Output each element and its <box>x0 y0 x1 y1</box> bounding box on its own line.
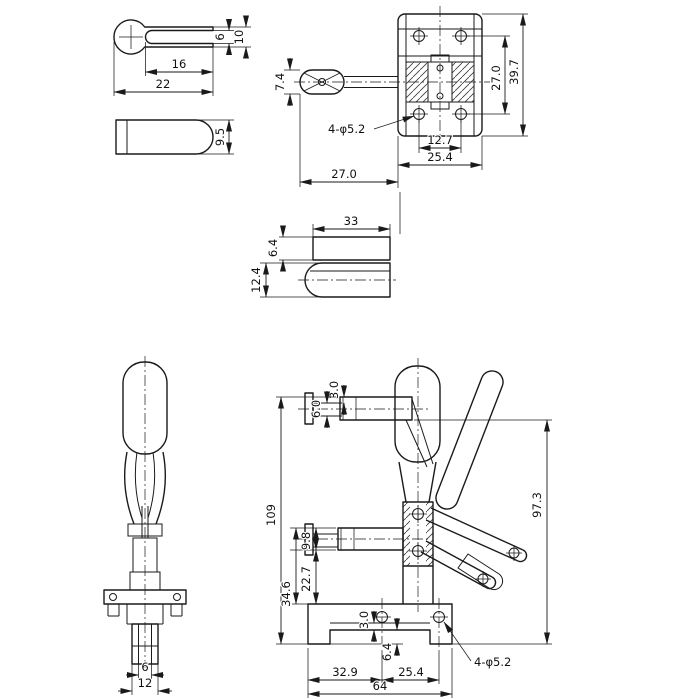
handle-grip-front <box>122 361 168 455</box>
dim-end-width-label: 10 <box>232 30 246 45</box>
dim-plate-height: 39.7 <box>482 13 528 137</box>
hole-callout-label: 4-φ5.2 <box>328 122 365 136</box>
dim-base-recess: 3.0 <box>356 610 377 642</box>
dim-end-width: 10 <box>213 15 251 59</box>
base-hole-callout: 4-φ5.2 <box>443 621 512 670</box>
dim-fork-height: 7.4 <box>272 58 300 106</box>
dim-slot-length: 16 <box>145 42 214 96</box>
base-front-view: 4-φ5.2 7.4 27.0 39.7 12.7 <box>272 6 528 234</box>
clamp-front-view: 6 12 <box>103 356 187 695</box>
dim-base-recess-label: 3.0 <box>357 611 371 629</box>
dim-bar-total-height: 12.4 <box>248 262 322 298</box>
dim-slot-length-label: 16 <box>172 57 187 71</box>
dim-bar-to-base-label: 22.7 <box>299 566 313 592</box>
clamp-side-view: 4-φ5.2 3.0 6.0 109 9.8 22.7 <box>263 358 552 698</box>
mounting-wings <box>103 589 187 605</box>
base-hole-callout-label: 4-φ5.2 <box>474 655 511 669</box>
dim-base-length: 64 <box>307 648 453 698</box>
dim-bar-length: 33 <box>312 213 391 237</box>
arm-side-outline <box>115 119 214 155</box>
dim-base-hole-span: 25.4 <box>381 652 440 684</box>
dim-spigot-tip: 6 <box>126 659 164 679</box>
dim-pad-gap-label: 3.0 <box>327 381 341 399</box>
dim-base-length-label: 64 <box>373 679 388 693</box>
dim-arm-reach: 27.0 <box>299 94 399 187</box>
base-plate <box>397 13 483 137</box>
dim-bar-height: 9.8 <box>290 527 336 551</box>
dim-spigot-shank-label: 12 <box>138 676 153 690</box>
dim-bar-height-label: 9.8 <box>299 532 313 550</box>
dim-overall-height: 109 <box>263 396 336 645</box>
mounting-base <box>307 603 453 645</box>
bar-side-view: 33 6.4 12.4 <box>248 213 396 298</box>
hole-callout: 4-φ5.2 <box>327 115 415 137</box>
dim-hole-span-h-label: 12.7 <box>427 133 453 147</box>
dim-fork-height-label: 7.4 <box>273 73 287 91</box>
dim-open-height-label: 97.3 <box>530 492 544 518</box>
toggle-links-open <box>420 507 528 591</box>
dim-bar-top-to-base: 34.6 <box>278 527 299 608</box>
handle-open-position <box>435 370 504 510</box>
spigot <box>131 623 159 665</box>
dim-hole-span-vertical: 27.0 <box>466 35 510 115</box>
dim-plate-height-label: 39.7 <box>507 59 521 85</box>
dim-plate-width: 25.4 <box>397 136 483 188</box>
arm-top-view: 6 10 16 22 <box>113 15 251 96</box>
dim-spigot-shank: 12 <box>118 664 172 695</box>
dim-open-height: 97.3 <box>414 419 552 645</box>
bar-upper <box>312 236 391 261</box>
dim-rod-height: 6.0 <box>308 391 330 428</box>
dim-overall-height-label: 109 <box>264 504 278 526</box>
fork-and-spindle <box>299 69 398 95</box>
dim-rod-height-label: 6.0 <box>309 400 323 418</box>
dim-bar-to-base: 22.7 <box>292 549 319 605</box>
dim-bar-upper-label: 6.4 <box>266 239 280 257</box>
handle-grip-side <box>394 365 441 463</box>
dim-hole-span-horizontal: 12.7 <box>418 120 462 153</box>
dim-spigot-tip-label: 6 <box>141 660 148 674</box>
dim-foot-height: 6.4 <box>330 618 403 662</box>
dim-plate-width-label: 25.4 <box>427 150 453 164</box>
arm-top-outline <box>113 19 214 55</box>
dim-slot-width-label: 6 <box>213 33 227 40</box>
pivot-block <box>405 54 475 110</box>
dim-base-hole-span-label: 25.4 <box>398 665 424 679</box>
dim-arm-thickness: 9.5 <box>198 119 234 155</box>
dim-hole-span-v-label: 27.0 <box>489 65 503 91</box>
dim-foot-height-label: 6.4 <box>380 643 394 661</box>
dim-bar-upper-height: 6.4 <box>265 225 313 272</box>
dim-bar-total-label: 12.4 <box>249 267 263 293</box>
arm-side-view: 9.5 <box>115 119 234 155</box>
dim-arm-reach-label: 27.0 <box>331 167 357 181</box>
dim-arm-thickness-label: 9.5 <box>213 128 227 146</box>
dim-bar-top-to-base-label: 34.6 <box>279 581 293 607</box>
dim-bar-length-label: 33 <box>344 214 359 228</box>
dim-slot-width: 6 <box>212 19 234 55</box>
dim-edge-to-hole-label: 32.9 <box>332 665 358 679</box>
dim-total-length-label: 22 <box>156 77 171 91</box>
dim-total-length: 22 <box>113 42 214 96</box>
